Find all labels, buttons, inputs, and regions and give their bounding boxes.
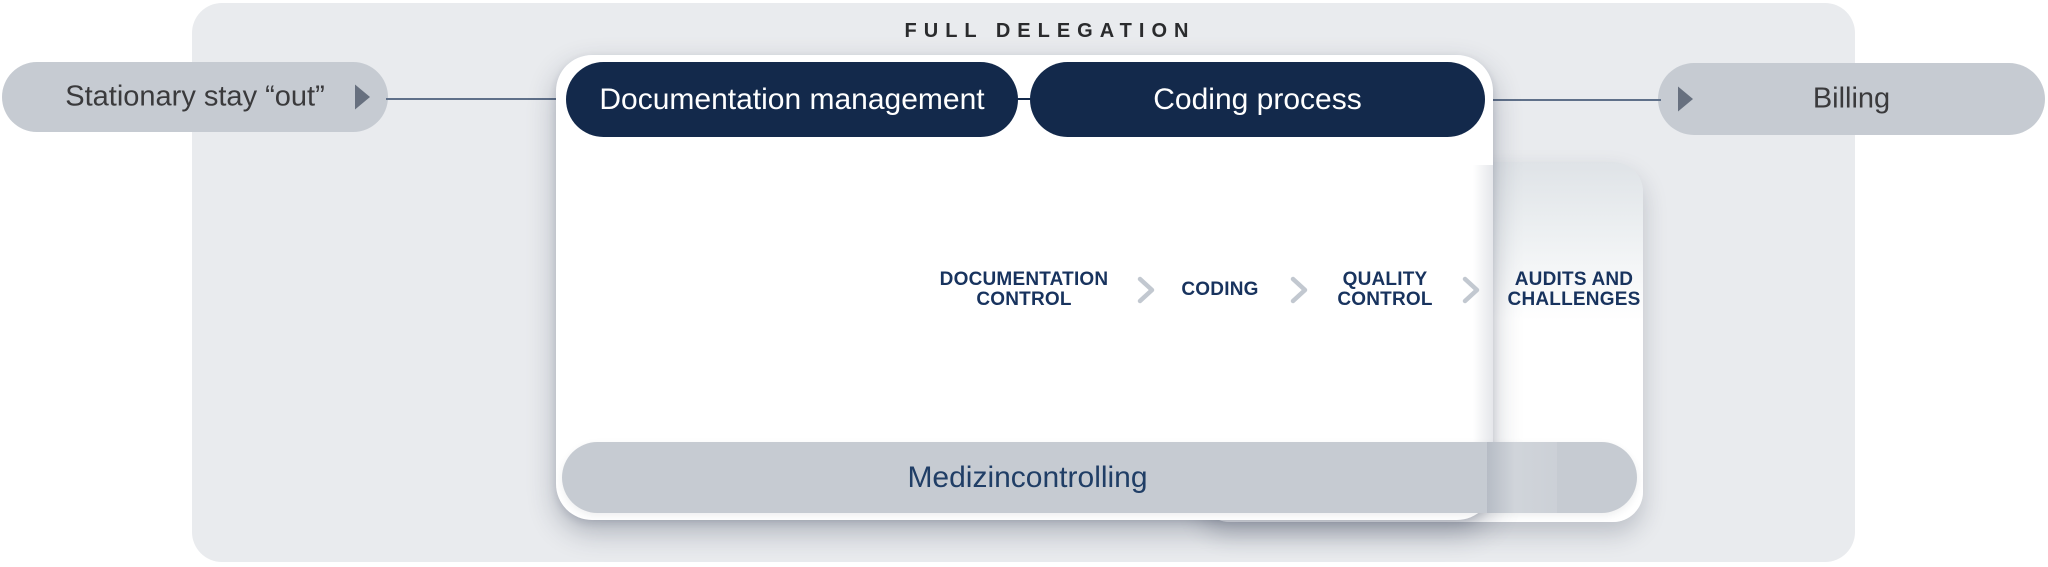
connector-right (1489, 99, 1661, 101)
medizincontrolling-bar: Medizincontrolling (562, 442, 1637, 513)
step-coding: CODING (1181, 279, 1259, 300)
card-edge-seam (1487, 442, 1557, 513)
tab-label: Coding process (1153, 82, 1362, 116)
step-quality-control: QUALITY CONTROL (1337, 269, 1433, 310)
connector-left (386, 98, 562, 100)
diagram-title: FULL DELEGATION (904, 20, 1196, 42)
arrow-right-icon (355, 84, 370, 110)
tab-label: Documentation management (599, 82, 985, 116)
connector-between-tabs (1014, 98, 1034, 100)
node-label: Stationary stay “out” (65, 80, 325, 113)
arrow-right-icon (1678, 86, 1693, 112)
chevron-right-icon (1137, 276, 1155, 304)
chevron-right-icon (1290, 276, 1308, 304)
node-stationary-stay-out: Stationary stay “out” (2, 62, 388, 132)
tab-coding-process: Coding process (1030, 62, 1485, 137)
step-audits-and-challenges: AUDITS AND CHALLENGES (1507, 269, 1641, 310)
node-label: Billing (1812, 82, 1891, 115)
node-billing: Billing (1658, 63, 2045, 135)
tab-documentation-management: Documentation management (566, 62, 1018, 137)
step-documentation-control: DOCUMENTATION CONTROL (939, 269, 1109, 310)
medizincontrolling-label: Medizincontrolling (907, 460, 1148, 494)
chevron-right-icon (1462, 276, 1480, 304)
